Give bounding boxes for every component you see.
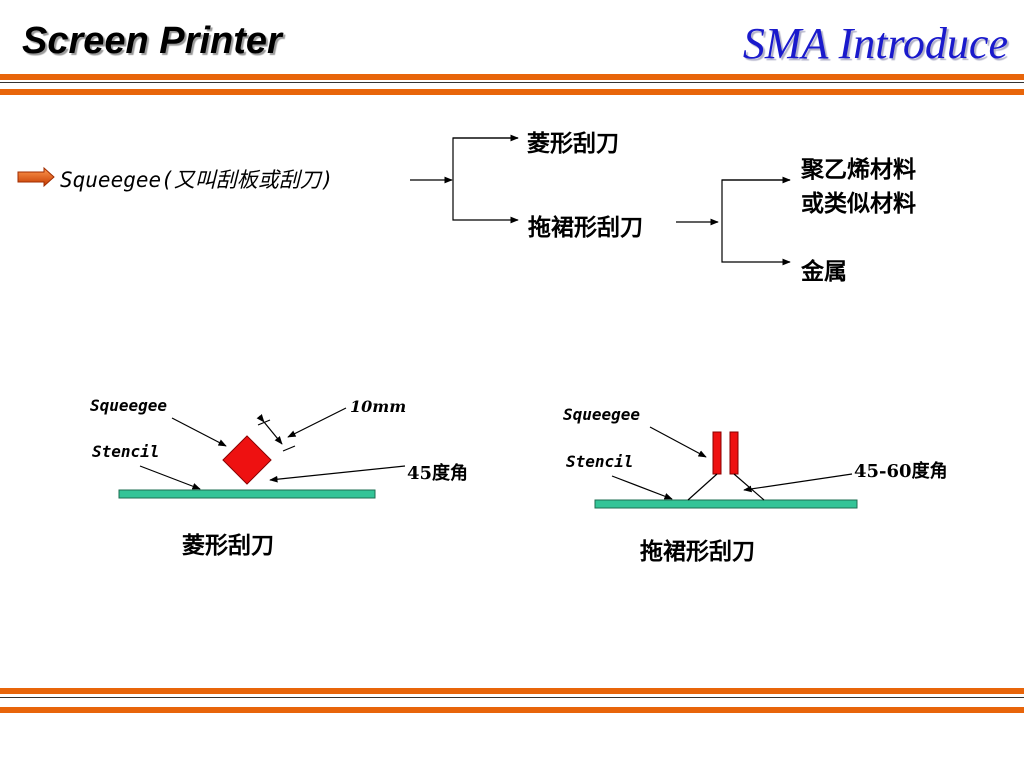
diamond-squeegee-shape: [222, 435, 272, 485]
right-stencil-label: Stencil: [566, 452, 634, 471]
slide-title: Screen Printer: [22, 20, 282, 62]
header-band-bottom: [0, 89, 1024, 95]
left-size-label: 10mm: [350, 397, 407, 416]
tree-material-poly-line1: 聚乙烯材料: [801, 156, 916, 183]
right-squeegee-label: Squeegee: [563, 405, 641, 424]
footer-band-top: [0, 688, 1024, 694]
right-annotation-arrows: [611, 426, 853, 501]
left-annotation-arrows: [139, 407, 406, 490]
left-caption: 菱形刮刀: [182, 532, 274, 559]
right-caption: 拖裙形刮刀: [640, 538, 755, 565]
header-band-top: [0, 74, 1024, 80]
tree-connectors: [410, 134, 791, 266]
drag-squeegee-blade-right: [729, 431, 739, 475]
tree-root-label: Squeegee(又叫刮板或刮刀): [60, 168, 334, 192]
bullet-arrow-icon: [17, 166, 55, 188]
header-rule: [0, 82, 1024, 83]
slide-subtitle: SMA Introduce: [742, 19, 1008, 68]
drag-squeegee-blade-left: [712, 431, 722, 475]
tree-material-metal: 金属: [801, 258, 847, 285]
left-squeegee-label: Squeegee: [90, 396, 168, 415]
footer-band-bottom: [0, 707, 1024, 713]
left-angle-label: 45度角: [407, 463, 469, 484]
tree-material-poly-line2: 或类似材料: [801, 190, 916, 217]
right-angle-label: 45-60度角: [854, 461, 948, 482]
tree-branch-drag: 拖裙形刮刀: [528, 214, 643, 241]
stencil-plate-left: [118, 489, 376, 499]
stencil-plate-right: [594, 499, 858, 509]
footer-rule: [0, 697, 1024, 698]
tree-branch-diamond: 菱形刮刀: [527, 130, 619, 157]
left-stencil-label: Stencil: [92, 442, 160, 461]
